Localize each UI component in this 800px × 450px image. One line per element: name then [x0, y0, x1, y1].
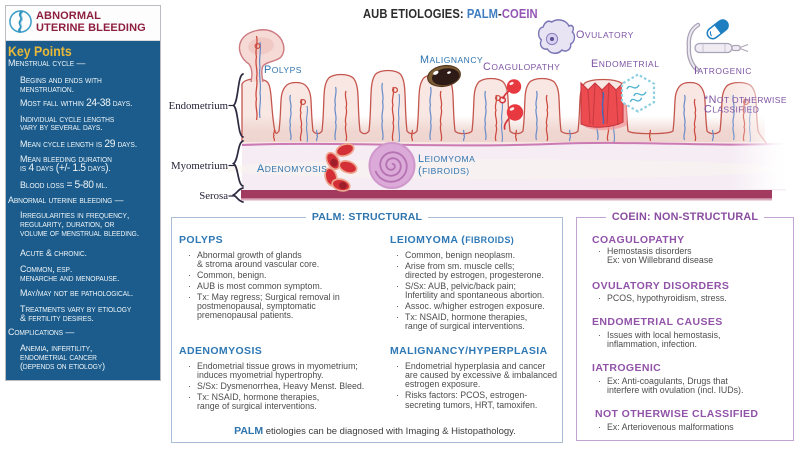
svg-text:Myometrium: Myometrium [171, 160, 229, 172]
svg-text:IATROGENIC: IATROGENIC [694, 65, 752, 77]
svg-text:POLYPS: POLYPS [264, 64, 302, 76]
svg-text:OVULATORY: OVULATORY [576, 29, 634, 41]
svg-text:*NOT OTHERWISE: *NOT OTHERWISE [704, 94, 787, 106]
svg-text:ADENOMYOSIS: ADENOMYOSIS [257, 163, 327, 175]
svg-text:CLASSIFIED: CLASSIFIED [704, 104, 759, 116]
svg-text:(FIBROIDS): (FIBROIDS) [418, 165, 470, 177]
svg-text:LEIOMYOMA: LEIOMYOMA [418, 153, 475, 165]
svg-text:COAGULOPATHY: COAGULOPATHY [483, 61, 560, 73]
svg-text:Serosa: Serosa [199, 190, 228, 202]
svg-text:ENDOMETRIAL: ENDOMETRIAL [591, 58, 659, 70]
svg-text:MALIGNANCY: MALIGNANCY [420, 54, 483, 66]
svg-text:Endometrium: Endometrium [169, 100, 229, 112]
